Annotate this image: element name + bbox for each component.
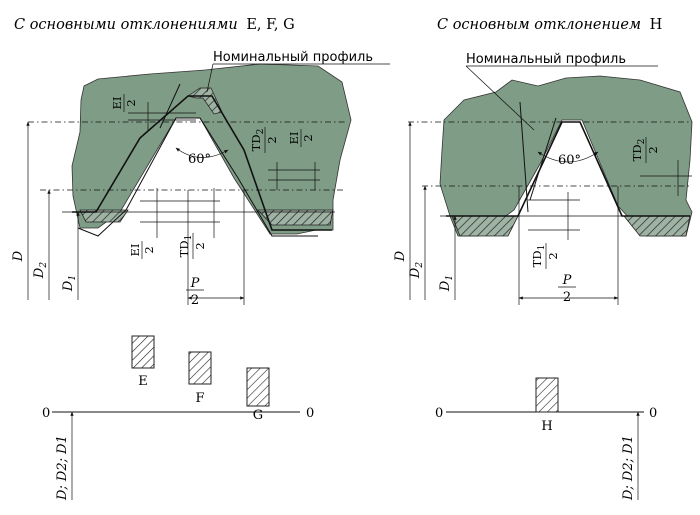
right-field-H-label: H [541,419,552,434]
right-axis-label: D; D2; D1 [621,435,636,501]
left-nominal-leader [206,63,214,93]
left-field-E [131,335,155,369]
right-angle-label: 60° [558,153,581,168]
right-minor-hatch-left [451,215,519,237]
left-zero-left-label: 0 [42,406,50,421]
left-angle-arc [175,147,229,158]
left-flank-line [159,83,181,129]
left-fraction-ei-right: EI 2 [287,129,315,147]
right-zero-right-label: 0 [649,406,657,421]
right-label-D: D [393,250,408,262]
right-field-H [535,377,559,413]
left-heading: С основными отклонениями E, F, G [14,17,295,33]
left-field-G-label: G [253,408,263,423]
left-fraction-td1: TD1 2 [177,233,207,259]
svg-text:EI: EI [110,97,124,110]
right-fraction-td1: TD1 2 [530,243,560,269]
right-angle-arc [537,151,599,163]
svg-text:D: D [393,250,408,262]
left-minor-hatch-right [257,209,334,226]
left-field-G [246,367,270,407]
svg-text:P: P [190,276,200,291]
svg-text:EI: EI [128,244,142,257]
right-panel: С основным отклонением H 60° Номин [393,17,693,501]
svg-text:P: P [562,273,572,288]
right-zero-left-label: 0 [435,406,443,421]
svg-text:2: 2 [301,134,315,141]
right-fraction-td2: TD2 2 [630,137,660,163]
svg-text:2: 2 [563,290,571,305]
svg-text:TD2: TD2 [249,129,266,152]
left-panel: С основными отклонениями E, F, G [11,17,390,501]
right-nominal-leader [465,65,535,131]
svg-text:TD1: TD1 [530,245,547,268]
svg-text:2: 2 [142,246,156,253]
right-label-D2: D2 [408,262,425,279]
left-fraction-ei-upper: EI 2 [110,94,138,112]
left-label-D: D [11,250,26,262]
svg-text:EI: EI [287,132,301,145]
left-label-D1: D1 [61,275,78,292]
svg-text:2: 2 [191,293,199,308]
svg-text:D2: D2 [32,262,49,279]
svg-text:D1: D1 [61,275,78,292]
svg-text:D2: D2 [408,262,425,279]
left-fraction-half-pitch: P 2 [186,276,204,308]
right-fraction-half-pitch: P 2 [558,273,576,305]
svg-text:D; D2; D1: D; D2; D1 [55,435,70,501]
left-field-F [188,351,212,385]
svg-text:2: 2 [646,146,660,153]
svg-text:2: 2 [193,242,207,249]
left-label-D2: D2 [32,262,49,279]
svg-text:TD1: TD1 [177,235,194,258]
svg-text:TD2: TD2 [630,139,647,162]
left-angle-label: 60° [188,152,211,167]
svg-text:D: D [11,250,26,262]
svg-text:2: 2 [124,99,138,106]
left-fraction-td2: TD2 2 [249,127,279,153]
right-heading: С основным отклонением H [437,17,662,33]
left-nominal-profile [72,95,332,231]
left-zero-right-label: 0 [306,406,314,421]
left-nominal-label: Номинальный профиль [213,50,373,65]
svg-text:D; D2; D1: D; D2; D1 [621,435,636,501]
left-axis-label: D; D2; D1 [55,435,70,501]
svg-text:D1: D1 [438,275,455,292]
right-nominal-label: Номинальный профиль [466,52,626,67]
left-field-E-label: E [138,374,148,389]
svg-text:2: 2 [265,136,279,143]
left-fraction-ei-lower: EI 2 [128,241,156,259]
left-flank-hatch [187,87,223,115]
left-field-F-label: F [195,391,204,406]
right-flank-line-a [519,101,529,213]
left-nut-profile [77,117,318,237]
svg-text:2: 2 [546,252,560,259]
right-label-D1: D1 [438,275,455,292]
right-minor-hatch-right [623,215,691,237]
